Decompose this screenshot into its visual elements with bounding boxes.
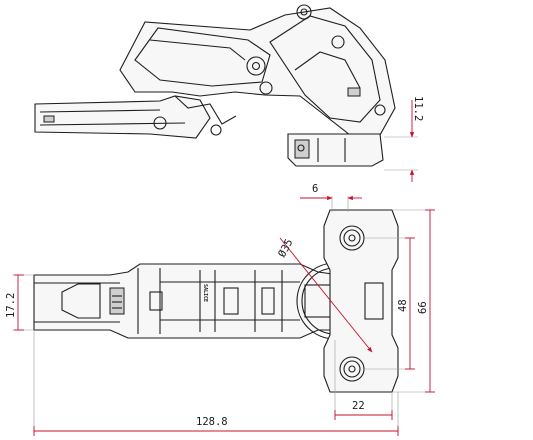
dimension-hole-spacing: 48 <box>364 237 415 370</box>
arm-adjust-slot <box>61 283 101 319</box>
dimension-side-height: 11.2 <box>384 96 424 182</box>
dimension-side-height-label: 11.2 <box>412 96 424 121</box>
inner-link-4 <box>149 291 163 311</box>
dimension-cup-distance: 22 <box>334 340 393 420</box>
side-pivot-5 <box>210 124 222 136</box>
side-pivot-1 <box>246 56 266 76</box>
plate-cam <box>364 282 384 320</box>
dimension-plate-height-label: 66 <box>417 301 429 314</box>
top-arm-body <box>33 263 341 339</box>
top-view: SALICE <box>33 209 399 393</box>
side-view <box>34 4 396 167</box>
arm-slot-icon <box>43 115 55 123</box>
side-pivot-6 <box>374 104 386 116</box>
plate-hole-top <box>343 229 361 247</box>
arm-adjust-screw <box>109 287 125 315</box>
inner-link-1 <box>223 287 239 315</box>
dimension-plate-height: 66 <box>392 209 435 393</box>
dimension-cup-diameter-label: Ø35 <box>276 237 296 259</box>
brand-mark: SALICE <box>202 284 208 302</box>
arm-pivot-icon <box>153 116 167 130</box>
dimension-overall-length-label: 128.8 <box>196 416 228 428</box>
side-screw-slot <box>347 87 361 97</box>
dimension-cup-offset-label: 6 <box>312 183 318 195</box>
dimension-arm-thickness-label: 17.2 <box>5 293 17 318</box>
side-pivot-3 <box>331 35 345 49</box>
cup-block-detail <box>294 139 310 159</box>
dimension-arm-thickness: 17.2 <box>5 274 34 331</box>
side-pivot-2 <box>296 4 312 20</box>
dimension-cup-distance-label: 22 <box>352 400 365 412</box>
dimension-hole-spacing-label: 48 <box>397 299 409 312</box>
side-cup-block <box>287 133 384 167</box>
inner-link-2 <box>261 287 275 315</box>
dimension-cup-offset: 6 <box>300 183 362 212</box>
side-door-arm <box>34 95 211 139</box>
side-pivot-4 <box>259 81 273 95</box>
plate-hole-bottom <box>343 360 361 378</box>
dimension-overall-length: 128.8 <box>33 330 399 436</box>
